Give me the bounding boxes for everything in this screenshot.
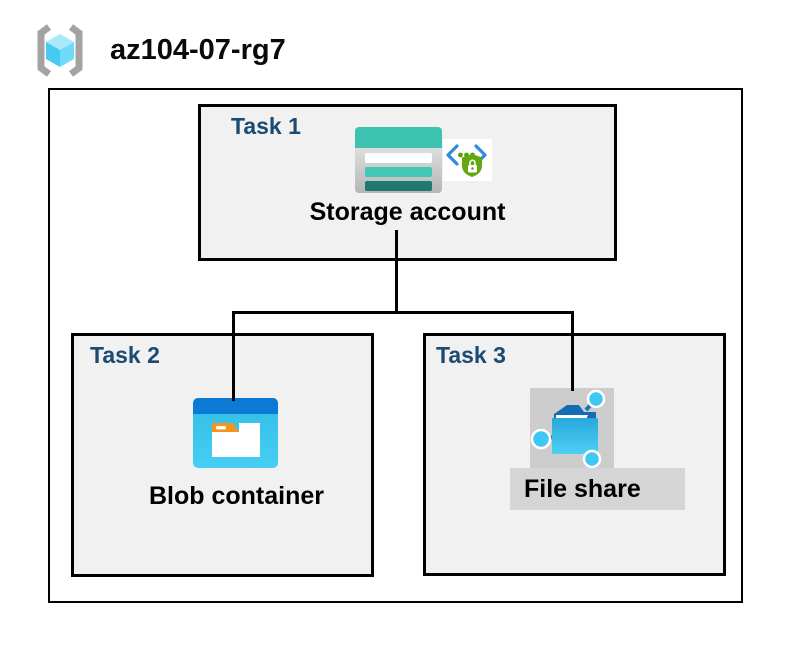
blob-container-caption: Blob container [148, 482, 324, 510]
resource-group-icon [37, 24, 83, 77]
task3-label: Task 3 [436, 342, 506, 368]
storage-account-caption: Storage account [309, 198, 506, 226]
resource-group-title: az104-07-rg7 [110, 34, 286, 66]
storage-account-icon [355, 127, 442, 193]
connector-storage-stem [395, 230, 398, 314]
task3-box: Task 3 File share [423, 333, 726, 576]
sas-security-icon [443, 139, 492, 181]
file-share-caption: File share [524, 475, 641, 503]
task1-label: Task 1 [231, 113, 301, 139]
task1-box: Task 1 Storage account [198, 104, 617, 261]
blob-container-icon [193, 398, 278, 468]
connector-horizontal [232, 311, 574, 314]
task2-label: Task 2 [90, 342, 160, 368]
connector-to-blob-container [232, 311, 235, 401]
file-share-label-background: File share [510, 468, 685, 510]
connector-to-file-share [571, 311, 574, 391]
file-share-icon-background [530, 388, 614, 468]
task2-box: Task 2 Blob container [71, 333, 374, 577]
file-share-icon [530, 389, 606, 468]
